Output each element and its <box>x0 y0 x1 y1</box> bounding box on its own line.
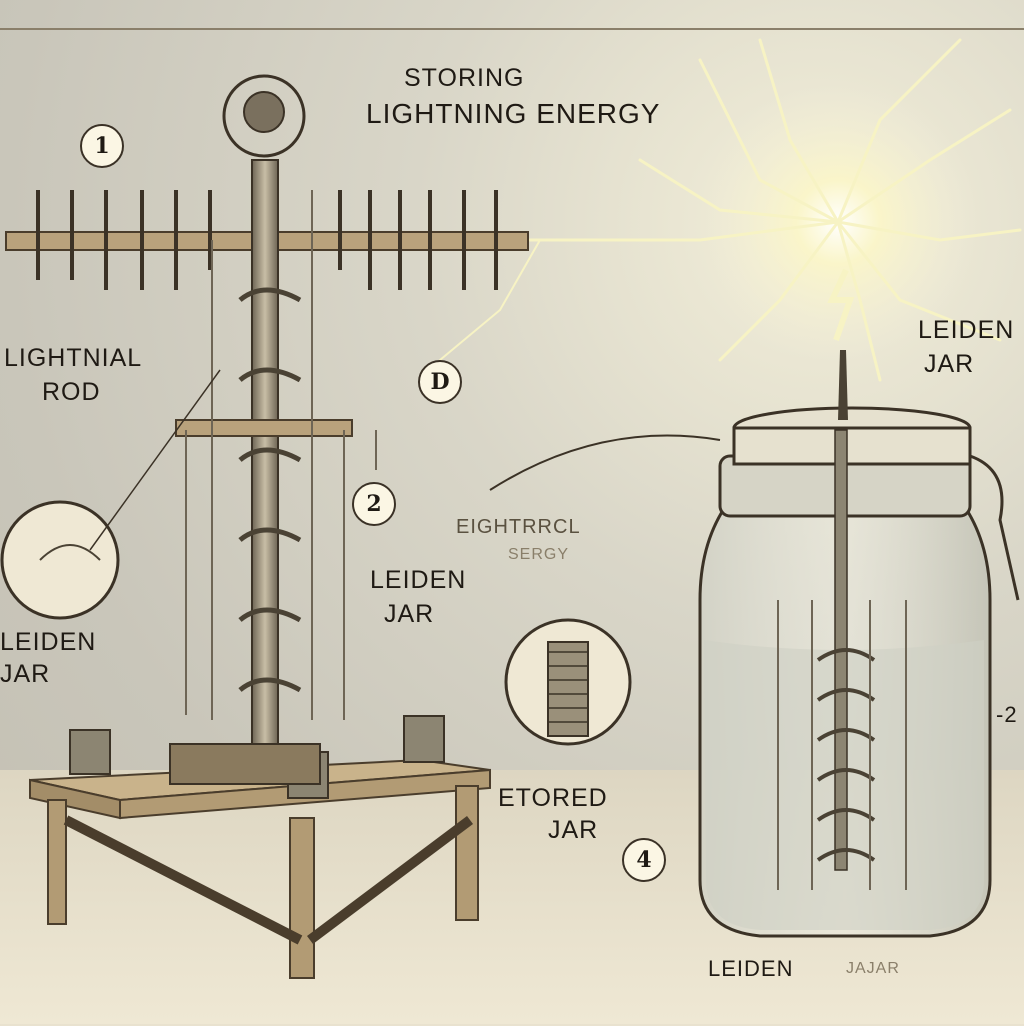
inset-coil-circle <box>506 620 630 744</box>
badge-2: 2 <box>352 482 396 526</box>
bottom-caption: LEIDEN <box>708 956 793 982</box>
badge-1: 1 <box>80 124 124 168</box>
label-leiden-jar-right-2: JAR <box>924 350 974 379</box>
bottom-caption-faded: JAJAR <box>846 960 900 978</box>
title-line-1: STORING <box>404 64 524 93</box>
label-electrical-energy-1: EIGHTRRCL <box>456 516 581 539</box>
inset-magnifier-left <box>2 370 220 618</box>
edge-mark: -2 <box>996 702 1018 728</box>
label-leiden-jar-left-1: LEIDEN <box>0 628 96 657</box>
lightning-rod-pole <box>176 76 376 750</box>
label-lightning-rod-1: LIGHTNIAL <box>4 344 142 373</box>
label-lightning-rod-2: ROD <box>42 378 101 407</box>
label-leiden-jar-mid-1: LEIDEN <box>370 566 466 595</box>
label-stored-jar-1: ETORED <box>498 784 608 813</box>
badge-4: 4 <box>622 838 666 882</box>
title-line-2: LIGHTNING ENERGY <box>366 98 660 130</box>
label-leiden-jar-mid-2: JAR <box>384 600 434 629</box>
label-electrical-energy-2: SERGY <box>508 546 569 564</box>
label-stored-jar-2: JAR <box>548 816 598 845</box>
label-leiden-jar-right-1: LEIDEN <box>918 316 1014 345</box>
label-leiden-jar-left-2: JAR <box>0 660 50 689</box>
wooden-stand <box>30 716 490 978</box>
badge-d: D <box>418 360 462 404</box>
